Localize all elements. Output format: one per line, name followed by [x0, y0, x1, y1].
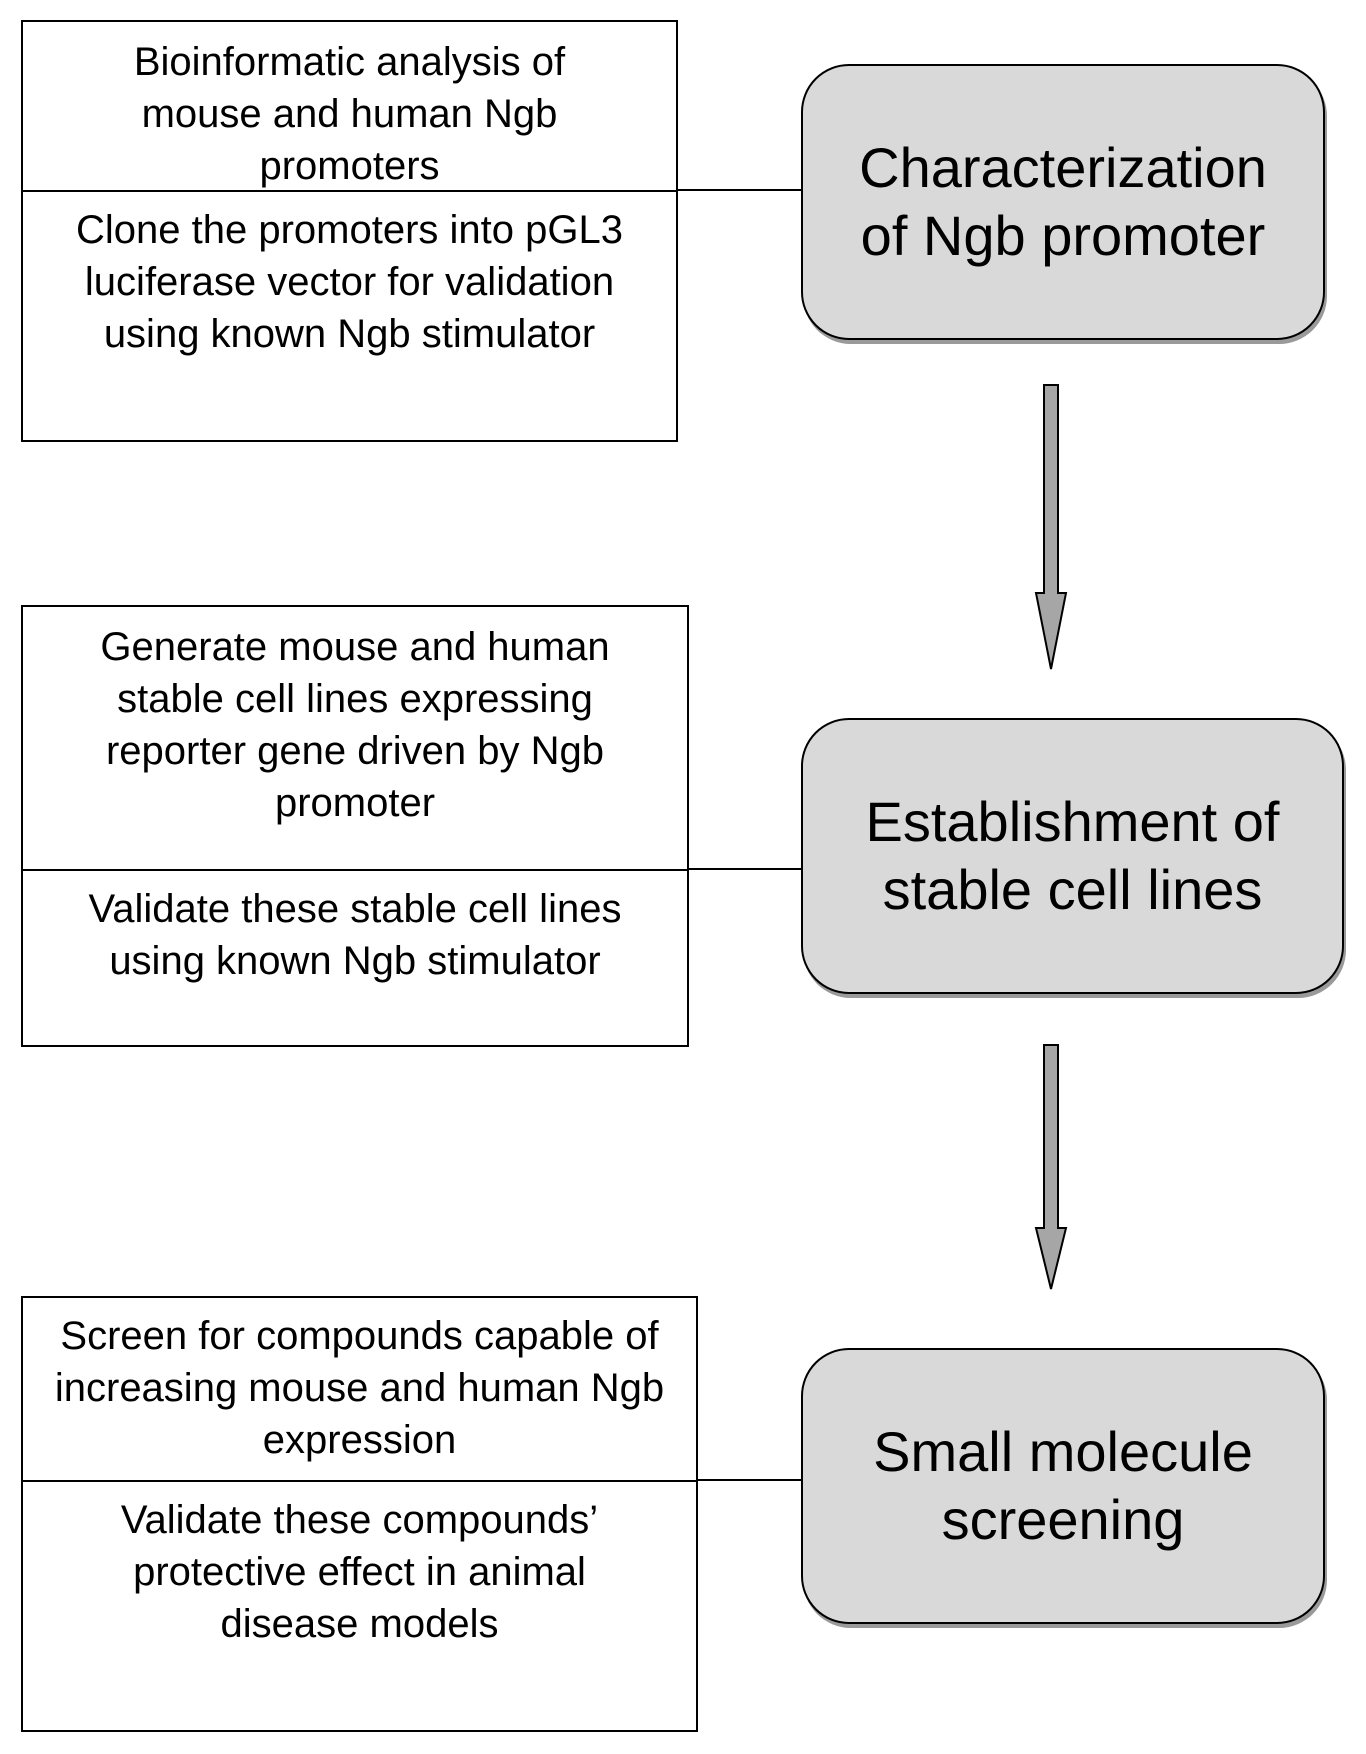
stage-3-step-2: Validate these compounds’ protective eff…	[120, 1498, 599, 1646]
stage-3-connector	[697, 1479, 803, 1481]
stage-1-steps-box: Bioinformatic analysis of mouse and huma…	[21, 20, 678, 442]
stage-1-step-1: Bioinformatic analysis of mouse and huma…	[133, 40, 566, 188]
stage-2-connector	[688, 868, 801, 870]
arrow-down-icon	[1034, 384, 1068, 670]
stage-3-steps-box: Screen for compounds capable of increasi…	[21, 1296, 698, 1732]
stage-1-step-2: Clone the promoters into pGL3 luciferase…	[76, 208, 623, 356]
stage-1-title: Characterization of Ngb promoter	[801, 64, 1325, 340]
stage-1-steps-divider	[23, 190, 676, 192]
stage-1-connector	[677, 189, 803, 191]
stage-3-step-1: Screen for compounds capable of increasi…	[54, 1314, 665, 1462]
stage-2-step-1: Generate mouse and human stable cell lin…	[100, 625, 610, 825]
stage-3-title: Small molecule screening	[801, 1348, 1325, 1624]
stage-2-steps-box: Generate mouse and human stable cell lin…	[21, 605, 689, 1047]
stage-2-steps-divider	[23, 869, 687, 871]
stage-2-step-2: Validate these stable cell lines using k…	[88, 887, 622, 983]
stage-2-title: Establishment of stable cell lines	[801, 718, 1344, 994]
stage-3-steps-divider	[23, 1480, 696, 1482]
arrow-down-icon	[1034, 1044, 1068, 1290]
